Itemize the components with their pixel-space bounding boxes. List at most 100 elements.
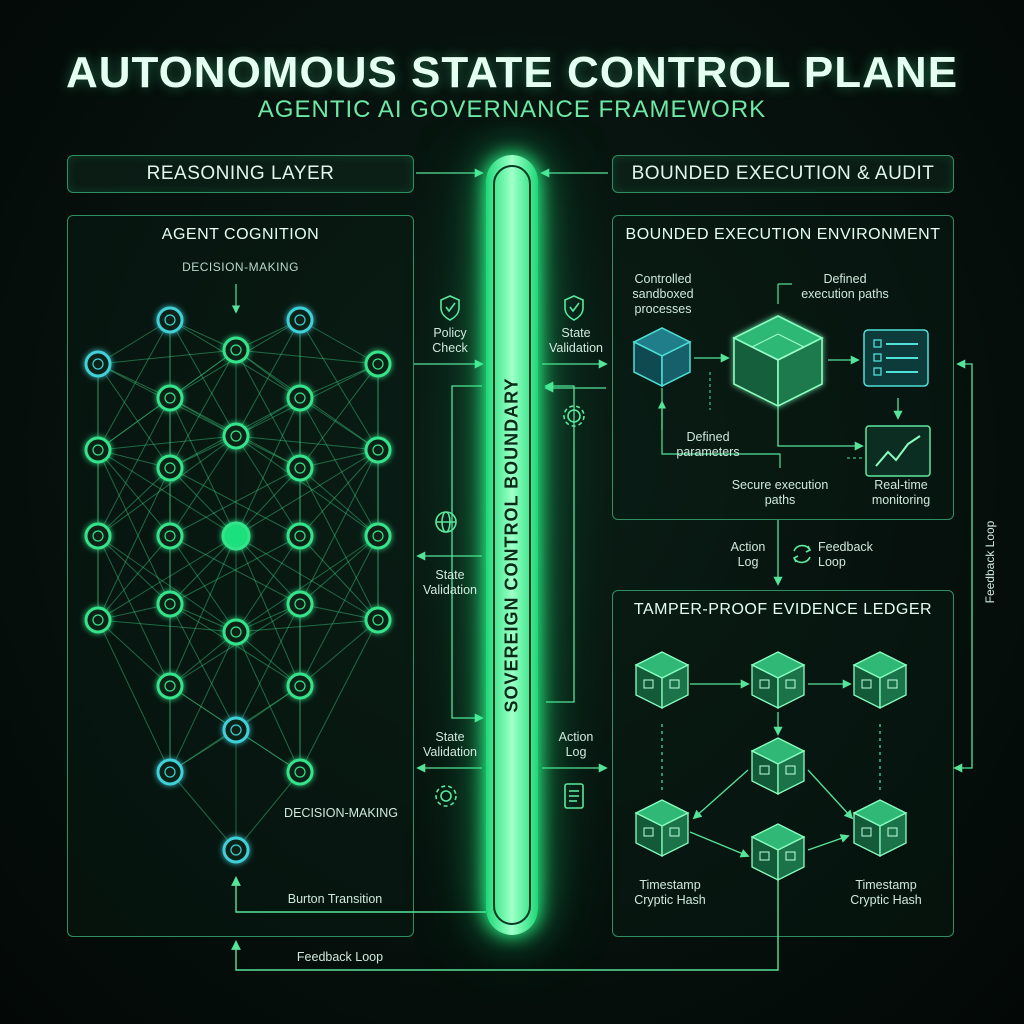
network-edge bbox=[235, 603, 301, 731]
network-edge bbox=[299, 319, 379, 451]
reasoning-layer-label: REASONING LAYER bbox=[146, 163, 335, 184]
network-node bbox=[364, 522, 392, 550]
agent-cognition-panel: AGENT COGNITION DECISION-MAKING bbox=[67, 215, 414, 937]
agent-cognition-title: AGENT COGNITION bbox=[161, 226, 320, 243]
network-edge bbox=[299, 619, 379, 773]
network-node bbox=[156, 306, 184, 334]
network-edge bbox=[299, 535, 379, 687]
inner-left-loop bbox=[451, 385, 484, 723]
network-edge bbox=[97, 619, 237, 633]
shield-check-icon bbox=[440, 295, 460, 321]
policy-check-label: Policy Check bbox=[432, 326, 468, 355]
feedback-loop-exec-label: Feedback Loop bbox=[818, 540, 873, 569]
network-edge bbox=[235, 449, 379, 537]
network-node bbox=[221, 521, 251, 551]
network-edge bbox=[299, 467, 379, 537]
network-edge bbox=[97, 449, 171, 537]
network-edge bbox=[169, 435, 237, 537]
feedback-loop-right-label: Feedback Loop bbox=[983, 520, 997, 604]
network-edge bbox=[235, 535, 379, 621]
network-node bbox=[222, 836, 250, 864]
network-edge bbox=[235, 435, 301, 537]
ledger-blocks bbox=[634, 651, 908, 882]
network-edge bbox=[97, 319, 171, 365]
network-node bbox=[286, 758, 314, 786]
network-node bbox=[84, 436, 112, 464]
network-edge bbox=[235, 535, 379, 633]
network-node bbox=[286, 454, 314, 482]
execution-audit-header: BOUNDED EXECUTION & AUDIT bbox=[612, 155, 954, 193]
feedback-loop-bottom-arrow bbox=[231, 870, 779, 971]
network-edge bbox=[169, 535, 301, 605]
network-edge bbox=[169, 467, 237, 537]
network-edge bbox=[169, 535, 237, 687]
network-edge bbox=[97, 435, 237, 451]
network-edge bbox=[97, 435, 237, 537]
globe-sync-icon bbox=[435, 511, 457, 533]
ledger-block-icon bbox=[852, 799, 908, 858]
real-time-monitoring-label: Real-time monitoring bbox=[871, 478, 931, 507]
network-edge bbox=[235, 349, 301, 469]
secure-execution-paths-label: Secure execution paths bbox=[731, 478, 829, 507]
network-node bbox=[156, 454, 184, 482]
action-log-exec-label: Action Log bbox=[730, 540, 766, 569]
network-node bbox=[84, 522, 112, 550]
network-edge bbox=[97, 467, 171, 621]
network-edge bbox=[235, 619, 379, 633]
feedback-loop-right-arrow bbox=[953, 359, 973, 773]
network-node bbox=[222, 336, 250, 364]
network-node bbox=[156, 522, 184, 550]
execution-environment-title: BOUNDED EXECUTION ENVIRONMENT bbox=[625, 226, 941, 243]
decision-making-bottom-label: DECISION-MAKING bbox=[284, 806, 398, 820]
sandbox-cube-icon bbox=[632, 327, 692, 388]
checklist-icon bbox=[863, 329, 929, 387]
network-edge bbox=[235, 435, 379, 537]
network-edge bbox=[169, 631, 237, 773]
burton-transition-arrow bbox=[231, 876, 486, 913]
state-validation-mid-label: State Validation bbox=[423, 568, 477, 597]
network-edge bbox=[97, 535, 237, 633]
network-edge bbox=[235, 535, 301, 687]
network-node bbox=[222, 618, 250, 646]
network-edge bbox=[299, 449, 379, 537]
network-edges bbox=[97, 319, 379, 851]
network-edge bbox=[235, 397, 301, 537]
network-edge bbox=[299, 397, 379, 537]
network-edge bbox=[235, 631, 301, 773]
feedback-loop-bottom-label: Feedback Loop bbox=[296, 950, 384, 964]
network-edge bbox=[97, 535, 171, 687]
ledger-block-icon bbox=[634, 651, 690, 710]
network-edge bbox=[299, 535, 379, 621]
network-edge bbox=[299, 363, 379, 399]
network-edge bbox=[169, 631, 237, 687]
network-edge bbox=[97, 535, 171, 605]
network-node bbox=[286, 590, 314, 618]
network-edge bbox=[299, 619, 379, 687]
network-node bbox=[156, 672, 184, 700]
network-edge bbox=[97, 349, 237, 365]
network-edge bbox=[169, 349, 237, 399]
network-edge bbox=[299, 449, 379, 605]
state-validation-top-label: State Validation bbox=[549, 326, 603, 355]
state-validation-bottom-label: State Validation bbox=[423, 730, 477, 759]
network-nodes bbox=[84, 306, 392, 864]
evidence-ledger-title: TAMPER-PROOF EVIDENCE LEDGER bbox=[633, 601, 933, 618]
network-edge bbox=[97, 535, 237, 621]
ledger-link-arrow bbox=[807, 769, 854, 820]
sovereign-control-boundary: SOVEREIGN CONTROL BOUNDARY bbox=[486, 155, 538, 935]
network-edge bbox=[235, 467, 301, 537]
gear-icon bbox=[435, 785, 457, 807]
network-edge bbox=[169, 535, 301, 605]
network-edge bbox=[169, 771, 237, 851]
network-edge bbox=[169, 467, 301, 537]
defined-execution-paths-label: Defined execution paths bbox=[801, 272, 889, 301]
network-edge bbox=[97, 363, 171, 469]
network-node bbox=[156, 590, 184, 618]
network-node bbox=[286, 672, 314, 700]
inner-right-loop bbox=[544, 381, 575, 703]
network-edge bbox=[97, 397, 171, 451]
main-title: AUTONOMOUS STATE CONTROL PLANE bbox=[65, 48, 959, 97]
execution-core-cube-icon bbox=[732, 315, 824, 408]
network-edge bbox=[235, 435, 379, 451]
